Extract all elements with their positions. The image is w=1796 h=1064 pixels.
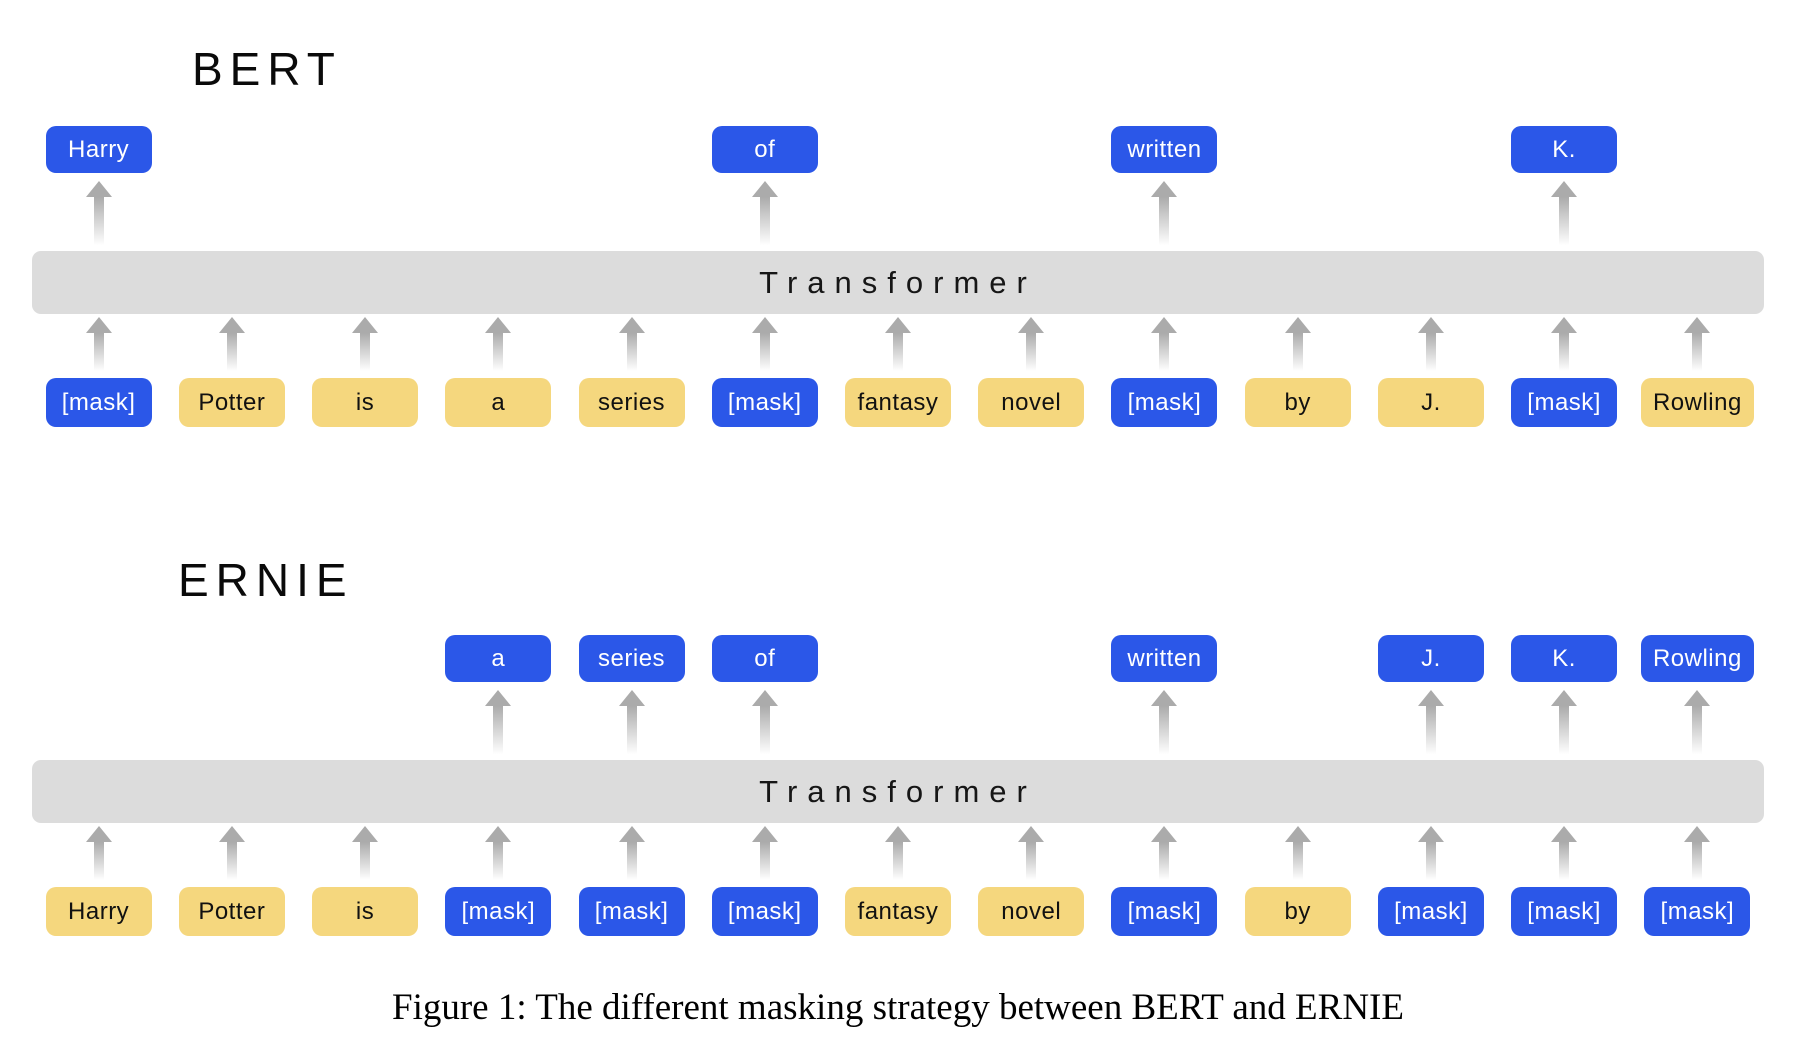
input-token: fantasy (844, 378, 951, 427)
up-arrow-icon (352, 317, 379, 373)
bert-output-arrows (32, 173, 1764, 251)
output-token: J. (1377, 635, 1484, 682)
input-token: fantasy (844, 887, 951, 936)
masked-input-token: [mask] (1511, 378, 1618, 427)
up-arrow-icon (85, 317, 112, 373)
masked-input-token: [mask] (1511, 887, 1618, 936)
up-arrow-icon (218, 317, 245, 373)
masked-input-token: [mask] (1111, 887, 1218, 936)
input-token: Rowling (1640, 378, 1754, 427)
input-token: novel (978, 378, 1085, 427)
up-arrow-icon (1284, 317, 1311, 373)
masked-input-token: [mask] (711, 378, 818, 427)
up-arrow-icon (884, 826, 911, 882)
up-arrow-icon (1151, 180, 1178, 249)
up-arrow-icon (1018, 317, 1045, 373)
ernie-input-row: Harry Potter is [mask] [mask] [mask] fantasy no… (32, 887, 1764, 936)
ernie-output-arrows (32, 682, 1764, 760)
masked-input-token: [mask] (45, 378, 152, 427)
bert-input-arrows (32, 314, 1764, 378)
output-token: series (578, 635, 685, 682)
up-arrow-icon (1684, 317, 1711, 373)
masked-input-token: [mask] (1377, 887, 1484, 936)
up-arrow-icon (485, 317, 512, 373)
up-arrow-icon (1684, 689, 1711, 758)
masked-input-token: [mask] (445, 887, 552, 936)
ernie-title: ERNIE (178, 554, 354, 606)
up-arrow-icon (218, 826, 245, 882)
figure-caption: Figure 1: The different masking strategy… (392, 987, 1404, 1028)
up-arrow-icon (1151, 826, 1178, 882)
up-arrow-icon (751, 826, 778, 882)
input-token: novel (978, 887, 1085, 936)
up-arrow-icon (751, 317, 778, 373)
input-token: is (312, 887, 419, 936)
input-token: Potter (178, 887, 285, 936)
input-token: is (312, 378, 419, 427)
masked-input-token: [mask] (1111, 378, 1218, 427)
bert-title: BERT (192, 43, 342, 95)
up-arrow-icon (1417, 317, 1444, 373)
input-token: Harry (45, 887, 152, 936)
up-arrow-icon (618, 317, 645, 373)
up-arrow-icon (1551, 180, 1578, 249)
output-token: K. (1511, 635, 1618, 682)
ernie-input-arrows (32, 823, 1764, 887)
up-arrow-icon (1684, 826, 1711, 882)
output-token: a (445, 635, 552, 682)
input-token: a (445, 378, 552, 427)
up-arrow-icon (1151, 689, 1178, 758)
up-arrow-icon (1551, 317, 1578, 373)
bert-diagram: BERT Harry of written K. Transformer [mask]… (32, 42, 1764, 427)
input-token: by (1244, 378, 1351, 427)
up-arrow-icon (618, 826, 645, 882)
up-arrow-icon (485, 689, 512, 758)
output-token: of (711, 635, 818, 682)
output-token: Harry (45, 126, 152, 173)
up-arrow-icon (1551, 689, 1578, 758)
up-arrow-icon (85, 826, 112, 882)
output-token: Rowling (1640, 635, 1754, 682)
up-arrow-icon (85, 180, 112, 249)
bert-transformer-bar: Transformer (32, 251, 1764, 314)
masked-input-token: [mask] (578, 887, 685, 936)
up-arrow-icon (1417, 826, 1444, 882)
up-arrow-icon (1018, 826, 1045, 882)
output-token: written (1111, 635, 1218, 682)
up-arrow-icon (485, 826, 512, 882)
up-arrow-icon (1417, 689, 1444, 758)
up-arrow-icon (751, 689, 778, 758)
up-arrow-icon (751, 180, 778, 249)
up-arrow-icon (618, 689, 645, 758)
output-token: written (1111, 126, 1218, 173)
input-token: series (578, 378, 685, 427)
up-arrow-icon (884, 317, 911, 373)
masked-input-token: [mask] (711, 887, 818, 936)
output-token: of (711, 126, 818, 173)
input-token: Potter (178, 378, 285, 427)
masked-input-token: [mask] (1644, 887, 1751, 936)
up-arrow-icon (1551, 826, 1578, 882)
ernie-transformer-bar: Transformer (32, 760, 1764, 823)
up-arrow-icon (1151, 317, 1178, 373)
bert-output-row: Harry of written K. (32, 126, 1764, 173)
output-token: K. (1511, 126, 1618, 173)
up-arrow-icon (1284, 826, 1311, 882)
input-token: J. (1377, 378, 1484, 427)
input-token: by (1244, 887, 1351, 936)
up-arrow-icon (352, 826, 379, 882)
